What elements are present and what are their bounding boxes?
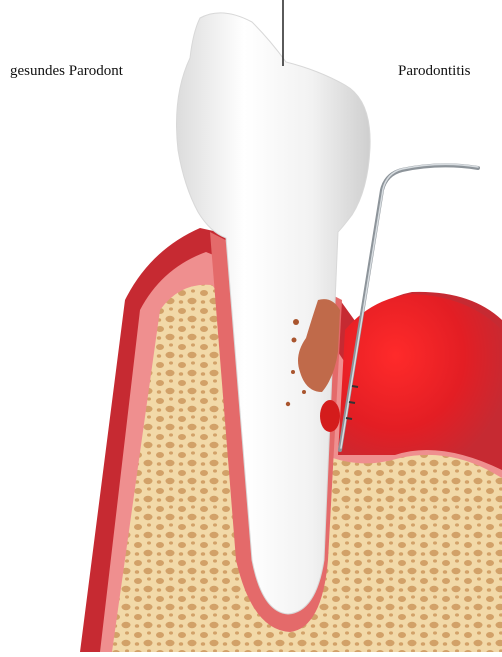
label-healthy-periodontium: gesundes Parodont — [10, 63, 123, 80]
tartar-particle — [302, 390, 306, 394]
probe-mark — [346, 418, 352, 419]
label-periodontitis: Parodontitis — [398, 63, 471, 80]
bleeding-spot — [320, 400, 340, 432]
tartar-particle — [286, 402, 290, 406]
tartar-particle — [291, 370, 295, 374]
tartar-particle — [292, 338, 297, 343]
probe-mark — [352, 386, 358, 387]
probe-mark — [349, 402, 355, 403]
tartar-particle — [293, 319, 299, 325]
